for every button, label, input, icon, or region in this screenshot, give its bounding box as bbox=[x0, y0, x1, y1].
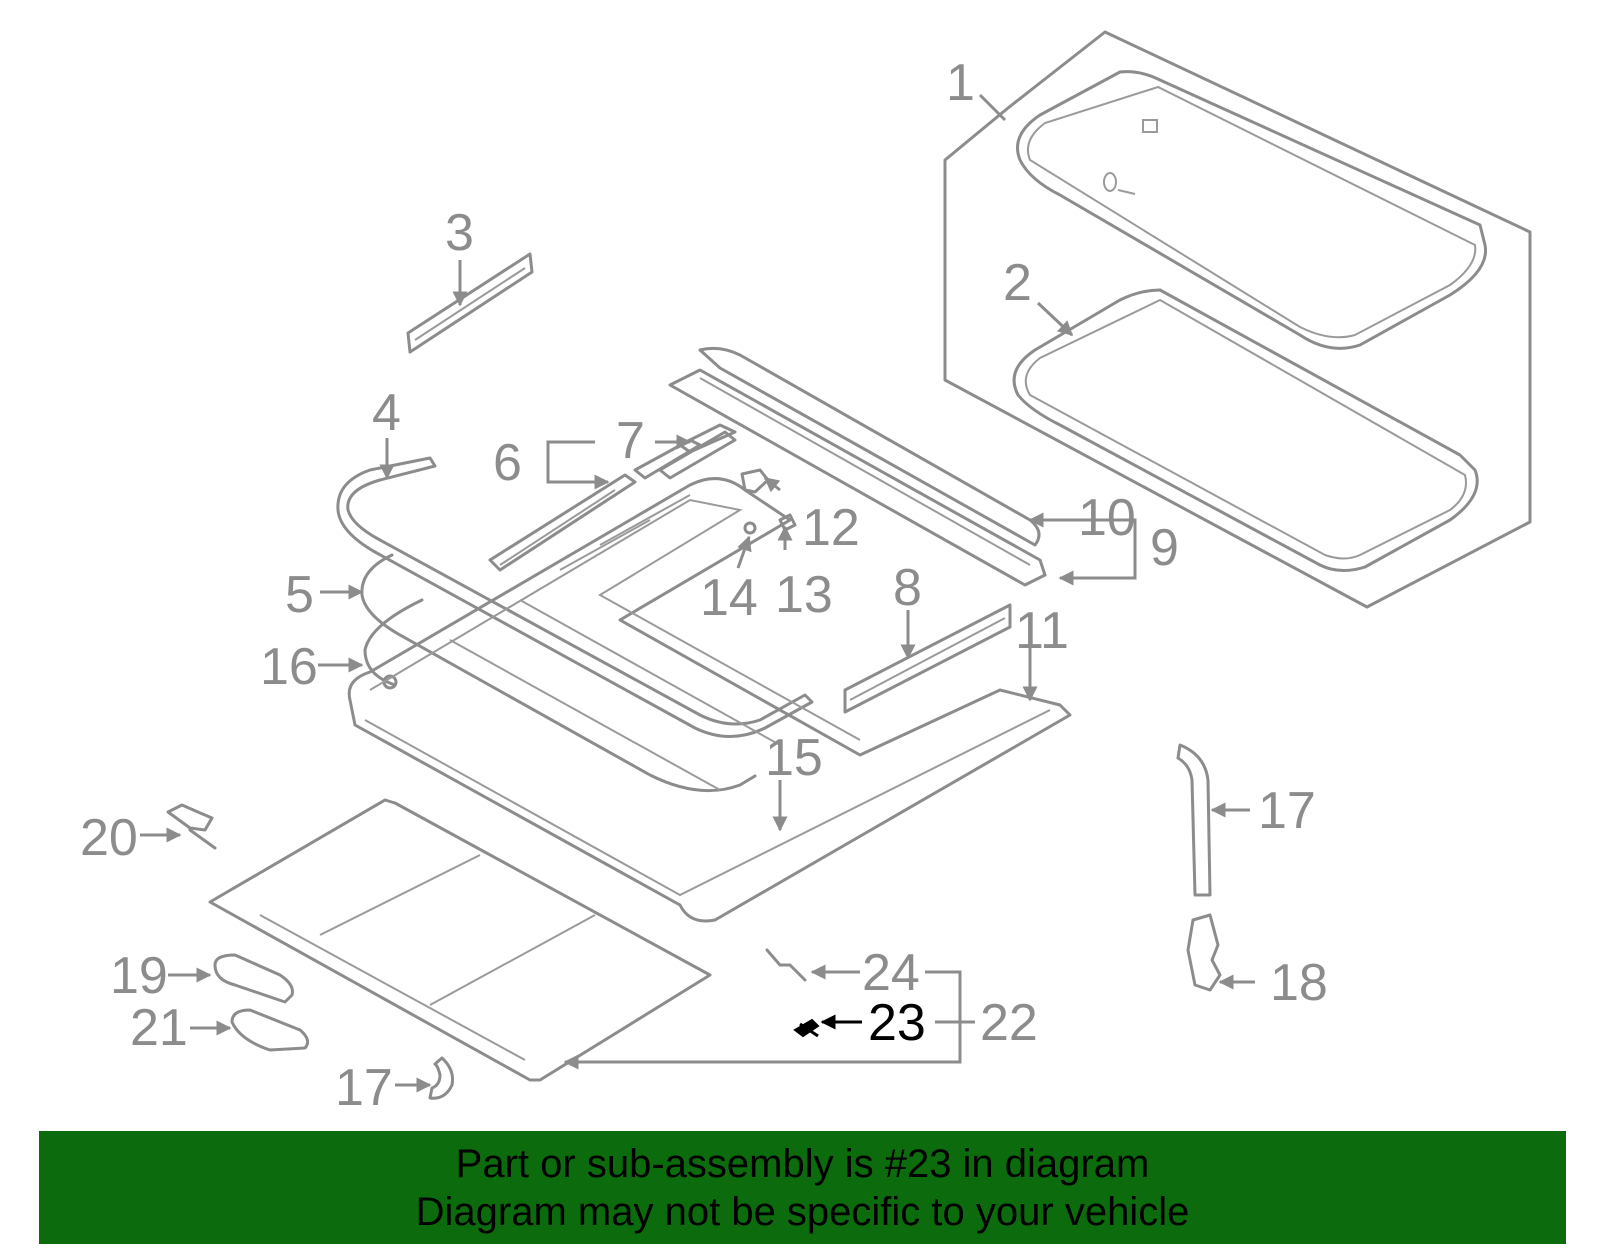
sunshade-panel-part bbox=[208, 798, 712, 1082]
label-part-13: 13 bbox=[775, 566, 833, 624]
label-part-14: 14 bbox=[700, 569, 758, 627]
glass-panel-part bbox=[943, 30, 1532, 609]
wire-part bbox=[765, 948, 807, 982]
callout-labels: 1 2 3 4 5 6 7 8 9 10 11 12 13 14 15 16 1… bbox=[80, 54, 1328, 1117]
label-part-18: 18 bbox=[1270, 954, 1328, 1012]
label-part-20: 20 bbox=[80, 809, 138, 867]
label-part-19: 19 bbox=[110, 947, 168, 1005]
label-part-12: 12 bbox=[802, 499, 860, 557]
guide-rail-parts bbox=[488, 423, 737, 572]
label-part-24: 24 bbox=[862, 944, 920, 1002]
banner-line-disclaimer: Diagram may not be specific to your vehi… bbox=[415, 1189, 1190, 1234]
label-part-23: 23 bbox=[868, 994, 926, 1052]
glass-seal-part bbox=[1012, 288, 1479, 572]
label-part-16: 16 bbox=[260, 638, 318, 696]
label-part-7: 7 bbox=[616, 412, 645, 470]
screw-part-highlighted bbox=[793, 1018, 820, 1038]
sunroof-frame-part bbox=[347, 477, 1072, 923]
label-part-3: 3 bbox=[445, 204, 474, 262]
label-part-10: 10 bbox=[1078, 489, 1136, 547]
label-part-8: 8 bbox=[893, 559, 922, 617]
trim-strip-part bbox=[843, 603, 1012, 714]
label-part-9: 9 bbox=[1150, 519, 1179, 577]
bracket-part bbox=[166, 803, 217, 850]
label-part-5: 5 bbox=[285, 566, 314, 624]
drain-hose-small-part bbox=[428, 1056, 454, 1100]
valve-part bbox=[1186, 913, 1222, 992]
label-part-2: 2 bbox=[1003, 254, 1032, 312]
label-part-17-right: 17 bbox=[1258, 782, 1316, 840]
motor-cover-part bbox=[230, 1008, 310, 1052]
label-part-15: 15 bbox=[765, 729, 823, 787]
wind-deflector-part bbox=[406, 252, 534, 354]
label-part-22: 22 bbox=[980, 994, 1038, 1052]
motor-part bbox=[213, 953, 294, 1004]
sunroof-parts-diagram: 1 2 3 4 5 6 7 8 9 10 11 12 13 14 15 16 1… bbox=[80, 30, 1532, 1117]
drain-tube-cables bbox=[360, 553, 757, 793]
leader-lines bbox=[140, 93, 1255, 1093]
info-banner: Part or sub-assembly is #23 in diagram D… bbox=[39, 1131, 1566, 1244]
label-part-1: 1 bbox=[946, 54, 975, 112]
label-part-21: 21 bbox=[130, 999, 188, 1057]
drain-hose-part bbox=[1176, 743, 1212, 897]
label-part-17-left: 17 bbox=[335, 1059, 393, 1117]
label-part-11: 11 bbox=[1015, 602, 1069, 660]
banner-line-part-number: Part or sub-assembly is #23 in diagram bbox=[455, 1141, 1150, 1186]
label-part-4: 4 bbox=[372, 384, 401, 442]
label-part-6: 6 bbox=[493, 434, 522, 492]
